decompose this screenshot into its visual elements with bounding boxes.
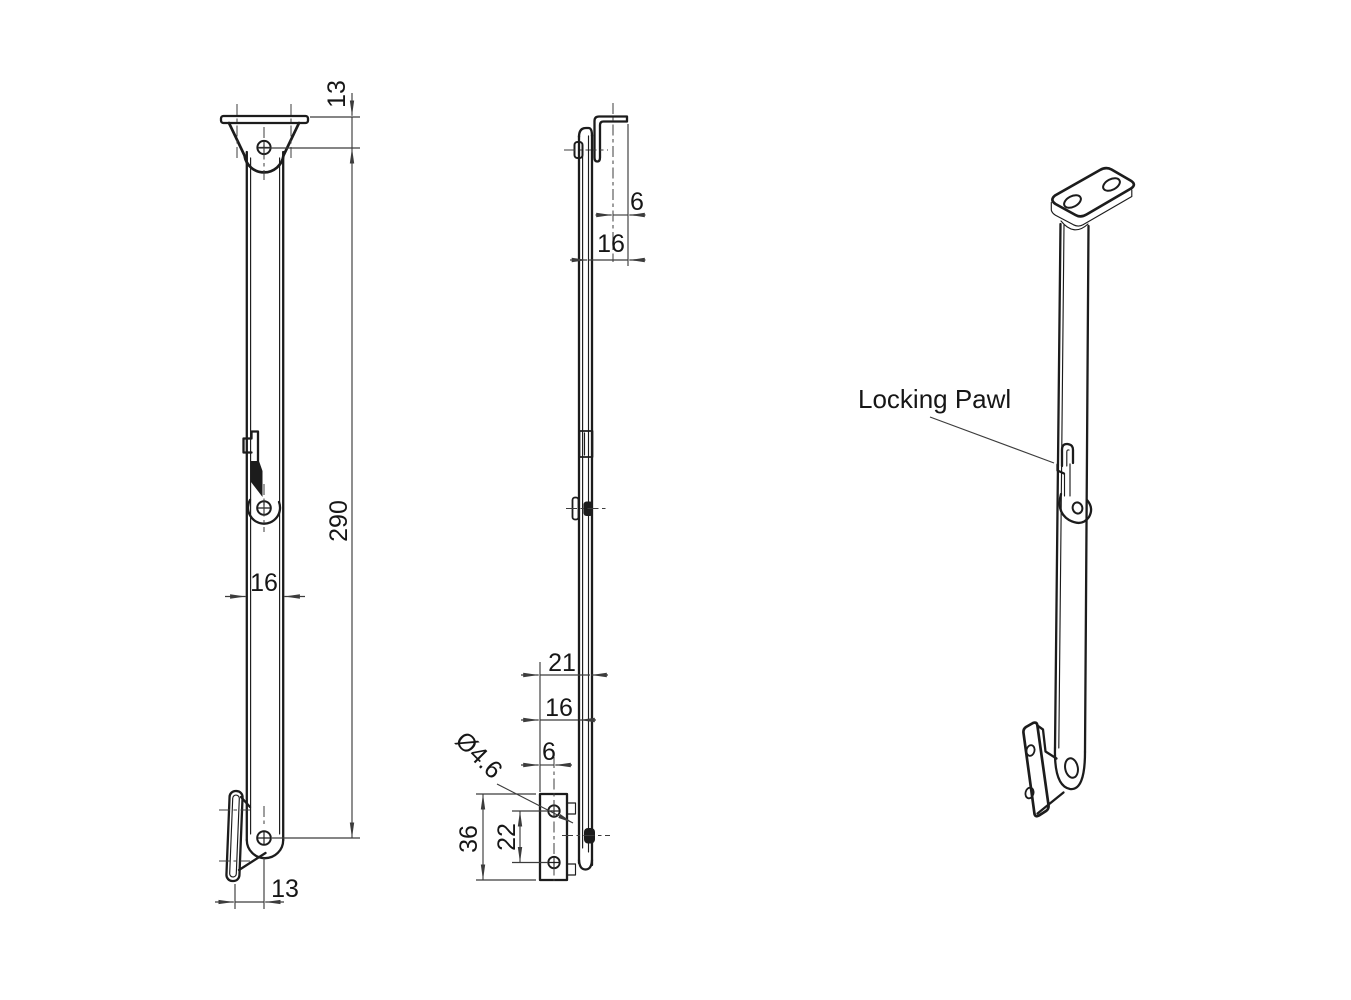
side-dimensions: 6 16 21 16 6 Ø4.6 36 22 <box>450 124 646 881</box>
iso-pawl-hook <box>1060 442 1075 468</box>
dim-label-290: 290 <box>325 500 353 542</box>
side-arm-top-cap <box>577 126 594 139</box>
iso-pawl-boss <box>1058 492 1093 525</box>
front-extension-lines <box>234 116 360 909</box>
front-pawl-hook <box>242 430 260 463</box>
iso-top-plate-hole-left <box>1063 194 1082 209</box>
dim-label-hole-diameter: Ø4.6 <box>450 726 508 784</box>
front-bottom-bracket <box>219 789 272 883</box>
side-arm-outer-edges <box>577 133 594 867</box>
front-arm <box>245 150 285 860</box>
iso-pawl-ledge <box>1056 463 1066 475</box>
iso-arm-bottom-hole <box>1064 757 1079 779</box>
dim-label-13-bottom: 13 <box>271 875 299 903</box>
side-top-plate <box>593 115 629 163</box>
front-bottom-plate-inner <box>229 794 240 878</box>
iso-top-bracket <box>1050 166 1136 231</box>
iso-top-plate <box>1051 166 1136 218</box>
side-view: 6 16 21 16 6 Ø4.6 36 22 <box>450 103 646 882</box>
side-arm <box>577 126 594 871</box>
front-arm-bottom-cap <box>245 838 285 860</box>
front-bottom-centerlines <box>219 806 265 862</box>
iso-pawl-strip <box>1063 463 1071 497</box>
iso-pawl-hook-inner <box>1066 449 1070 467</box>
dim-label-36: 36 <box>455 825 483 853</box>
iso-top-bracket-fillet <box>1060 220 1089 231</box>
iso-top-plate-hole-right <box>1102 177 1121 192</box>
front-arm-inner-edges <box>250 157 281 835</box>
dim-label-6-bottom: 6 <box>542 738 556 766</box>
front-arm-outer-edges <box>245 150 285 842</box>
side-bottom-bracket <box>538 757 610 882</box>
iso-bottom-plate-hole-bottom <box>1024 786 1035 800</box>
side-pawl-hook <box>578 430 594 458</box>
dim-label-21: 21 <box>548 649 576 677</box>
iso-top-plate-thickness <box>1050 189 1133 227</box>
front-bottom-gusset <box>237 851 267 872</box>
iso-arm-bottom-cap <box>1053 746 1087 791</box>
side-locking-pawl <box>566 430 607 521</box>
iso-bottom-plate-tab <box>1036 724 1058 760</box>
iso-pivot-hole <box>1071 501 1084 515</box>
dim-hole-leader <box>496 783 574 824</box>
front-bottom-plate-joint <box>239 795 252 809</box>
iso-arm-inner-edge <box>1058 224 1065 749</box>
front-pawl-body <box>251 461 263 497</box>
front-locking-pawl <box>242 430 282 532</box>
dim-label-13-top: 13 <box>323 80 351 108</box>
side-arm-inner-edges <box>582 135 590 853</box>
iso-bottom-gusset <box>1036 791 1065 815</box>
annotation: Locking Pawl <box>858 384 1055 464</box>
front-top-plate <box>219 114 310 125</box>
iso-locking-pawl <box>1056 442 1093 525</box>
iso-bottom-bracket <box>1022 721 1065 818</box>
dim-label-22: 22 <box>493 823 521 851</box>
iso-bottom-plate-hole-top <box>1025 744 1036 757</box>
front-dimensions: 13 290 16 13 <box>215 80 360 909</box>
locking-pawl-label: Locking Pawl <box>858 384 1011 414</box>
iso-bottom-plate <box>1022 721 1050 818</box>
front-top-centerlines <box>236 104 292 180</box>
front-bottom-pin-cross <box>256 830 272 846</box>
front-top-bracket <box>219 104 310 180</box>
front-bottom-plate <box>225 789 244 883</box>
front-view: 13 290 16 13 <box>215 80 360 909</box>
dim-label-16-front: 16 <box>250 569 278 597</box>
iso-arm-edges <box>1053 222 1090 754</box>
dim-label-16-top: 16 <box>597 230 625 258</box>
front-pawl-round-end <box>246 498 282 525</box>
isometric-view: Locking Pawl <box>858 166 1136 818</box>
dim-label-6-top: 6 <box>630 188 644 216</box>
side-arm-bottom-cap <box>577 858 594 871</box>
iso-arm <box>1053 222 1090 791</box>
dim-label-16-bottom: 16 <box>545 694 573 722</box>
locking-pawl-leader-line <box>929 416 1055 464</box>
side-bottom-plate-flange <box>566 802 577 876</box>
side-extension-lines <box>476 124 629 881</box>
